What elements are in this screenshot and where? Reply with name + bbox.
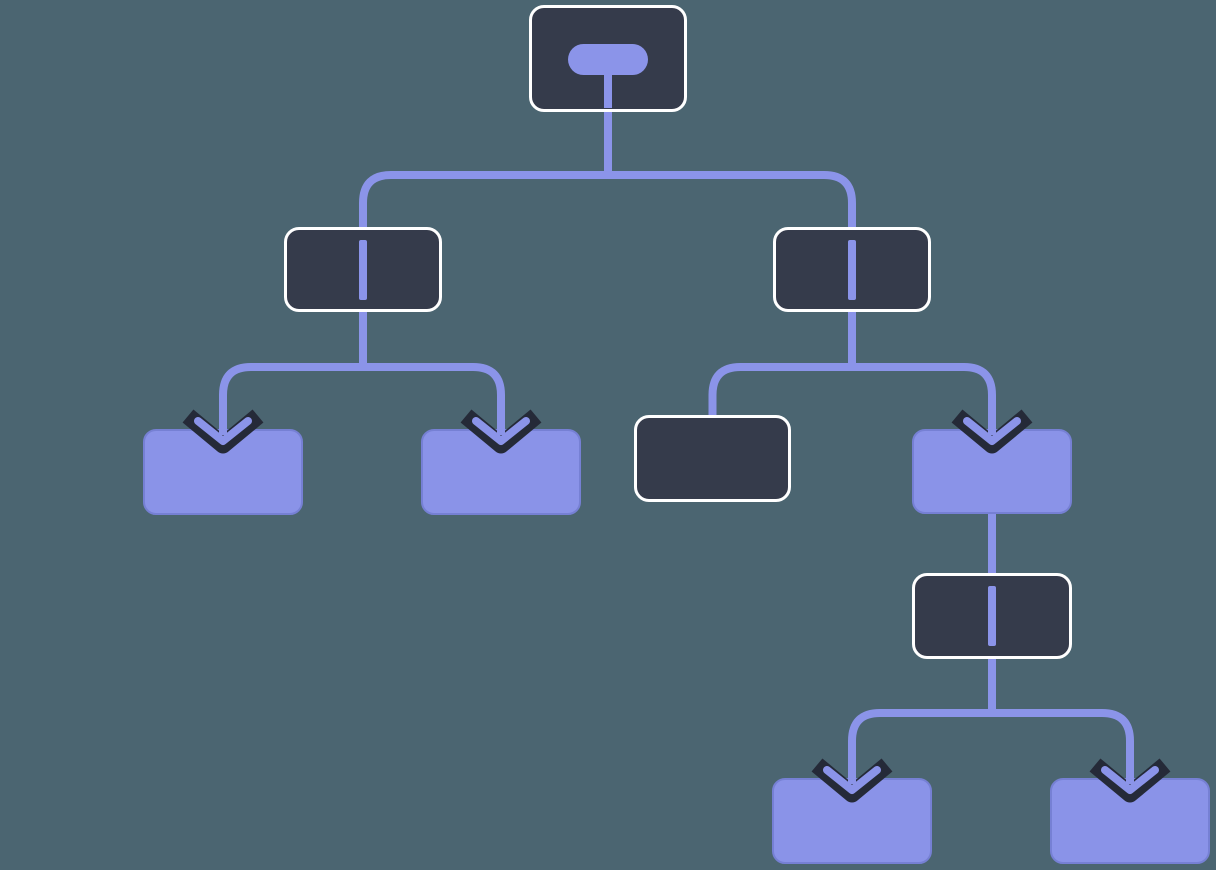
- root-node[interactable]: [529, 5, 687, 112]
- connector-branch-right-plain-dark: [708, 363, 852, 421]
- branch-node-bottom[interactable]: [912, 573, 1072, 659]
- action-node-1[interactable]: [143, 429, 303, 515]
- connector-root-branch-right: [608, 171, 856, 233]
- tree-root-stem: [604, 70, 612, 108]
- connector-branch-right-leaf-3: [852, 363, 996, 435]
- connector-root-branch-left: [359, 171, 608, 233]
- action-node-2[interactable]: [421, 429, 581, 515]
- plain-dark-node[interactable]: [634, 415, 791, 502]
- branch-node-right[interactable]: [773, 227, 931, 312]
- tree-root-pill: [568, 44, 648, 75]
- action-node-4[interactable]: [772, 778, 932, 864]
- branch-node-left[interactable]: [284, 227, 442, 312]
- action-node-5[interactable]: [1050, 778, 1210, 864]
- connector-branch-left-leaf-1: [219, 363, 363, 435]
- divider-line-icon: [848, 239, 856, 300]
- divider-line-icon: [988, 586, 996, 646]
- action-node-3[interactable]: [912, 429, 1072, 514]
- divider-line-icon: [359, 239, 367, 300]
- connector-branch-bottom-leaf-5: [992, 709, 1134, 784]
- tree-root-icon: [532, 8, 684, 109]
- connector-branch-left-leaf-2: [363, 363, 505, 435]
- connector-branch-bottom-leaf-4: [848, 709, 992, 784]
